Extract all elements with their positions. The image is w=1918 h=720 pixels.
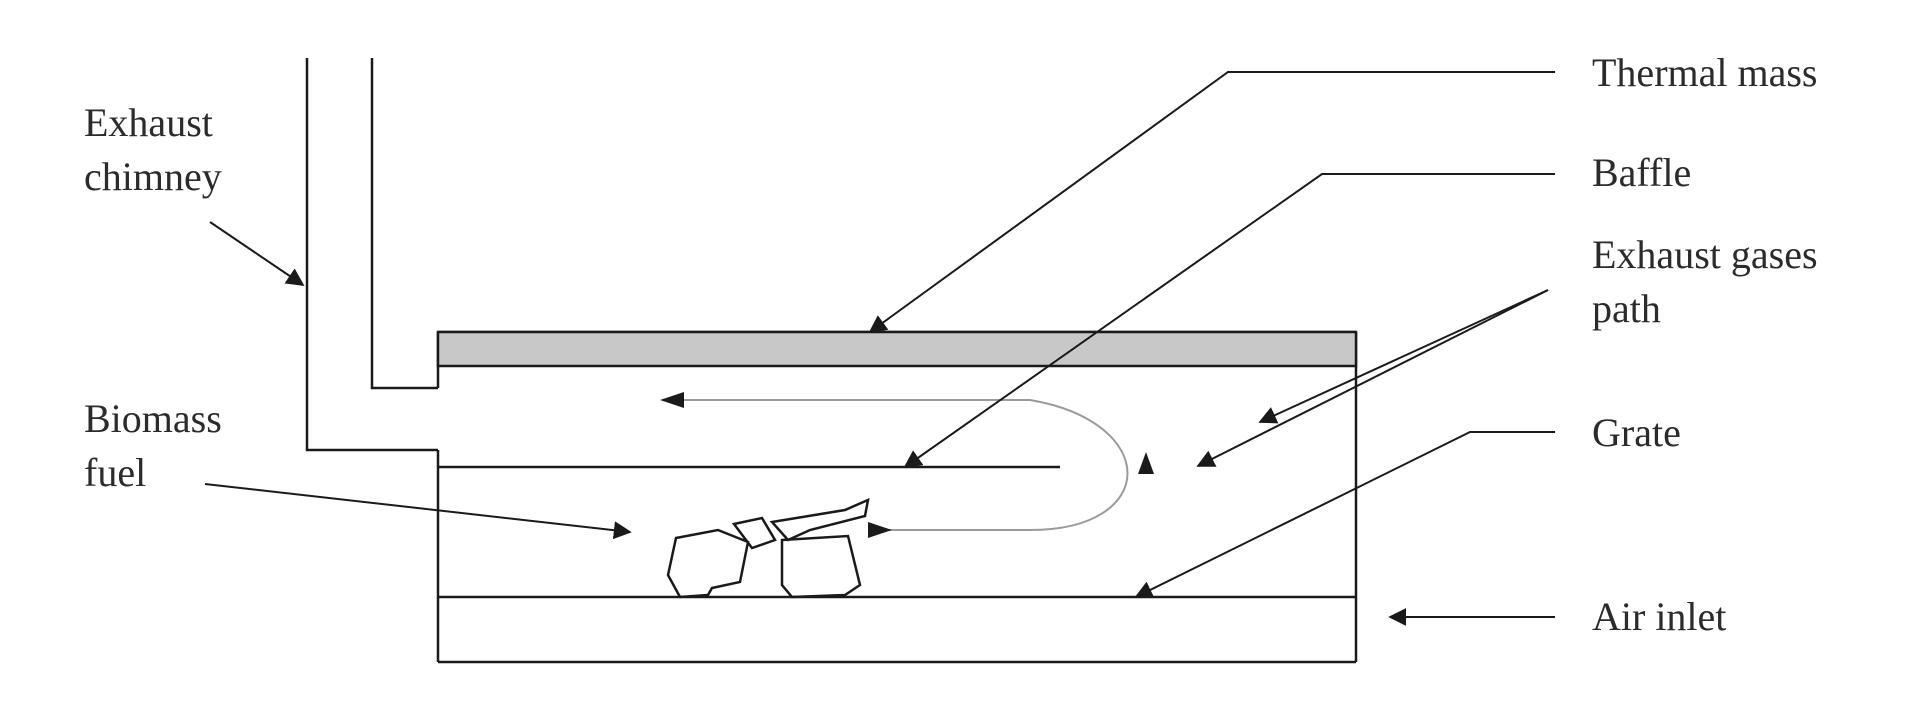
label-grate: Grate [1592, 410, 1681, 455]
label-exhaust-chimney: Exhaust chimney [84, 96, 222, 204]
label-biomass-fuel-line1: Biomass [84, 396, 222, 441]
biomass-fuel-pieces [666, 497, 870, 599]
label-biomass-fuel: Biomass fuel [84, 392, 222, 500]
exhaust-chimney [305, 58, 438, 452]
label-exhaust-gases-path: Exhaust gases path [1592, 228, 1818, 336]
flow-arrow-left [660, 392, 684, 408]
exhaust-gases-path-leader-1 [1258, 289, 1549, 424]
chimney-outer-wall [305, 58, 438, 452]
label-exhaust-chimney-line1: Exhaust [84, 100, 213, 145]
leader-lines [204, 71, 1555, 626]
label-baffle: Baffle [1592, 150, 1692, 195]
fuel-piece-4 [780, 534, 862, 599]
exhaust-gases-path-leader-2 [1196, 289, 1549, 467]
stove-body [436, 330, 1358, 664]
flow-arrowheads [660, 392, 1154, 538]
flow-arrow-up [1138, 452, 1154, 474]
label-exhaust-gases-path-line2: path [1592, 286, 1661, 331]
fuel-piece-3 [769, 497, 870, 542]
label-exhaust-gases-path-line1: Exhaust gases [1592, 232, 1818, 277]
flow-arrow-right [868, 522, 892, 538]
fuel-piece-1 [666, 528, 750, 599]
exhaust-gases-flow-line [670, 399, 1129, 531]
thermal-mass-slab [436, 330, 1358, 368]
label-thermal-mass: Thermal mass [1592, 50, 1818, 95]
grate-leader [1134, 431, 1555, 598]
thermal-mass-leader [868, 71, 1555, 334]
chimney-inner-wall [370, 58, 438, 390]
label-exhaust-chimney-line2: chimney [84, 154, 222, 199]
biomass-fuel-leader [204, 483, 632, 540]
baffle-leader [903, 173, 1555, 469]
label-biomass-fuel-line2: fuel [84, 450, 147, 495]
fuel-piece-2 [731, 516, 777, 550]
label-air-inlet: Air inlet [1592, 594, 1727, 639]
exhaust-chimney-leader [209, 221, 305, 287]
